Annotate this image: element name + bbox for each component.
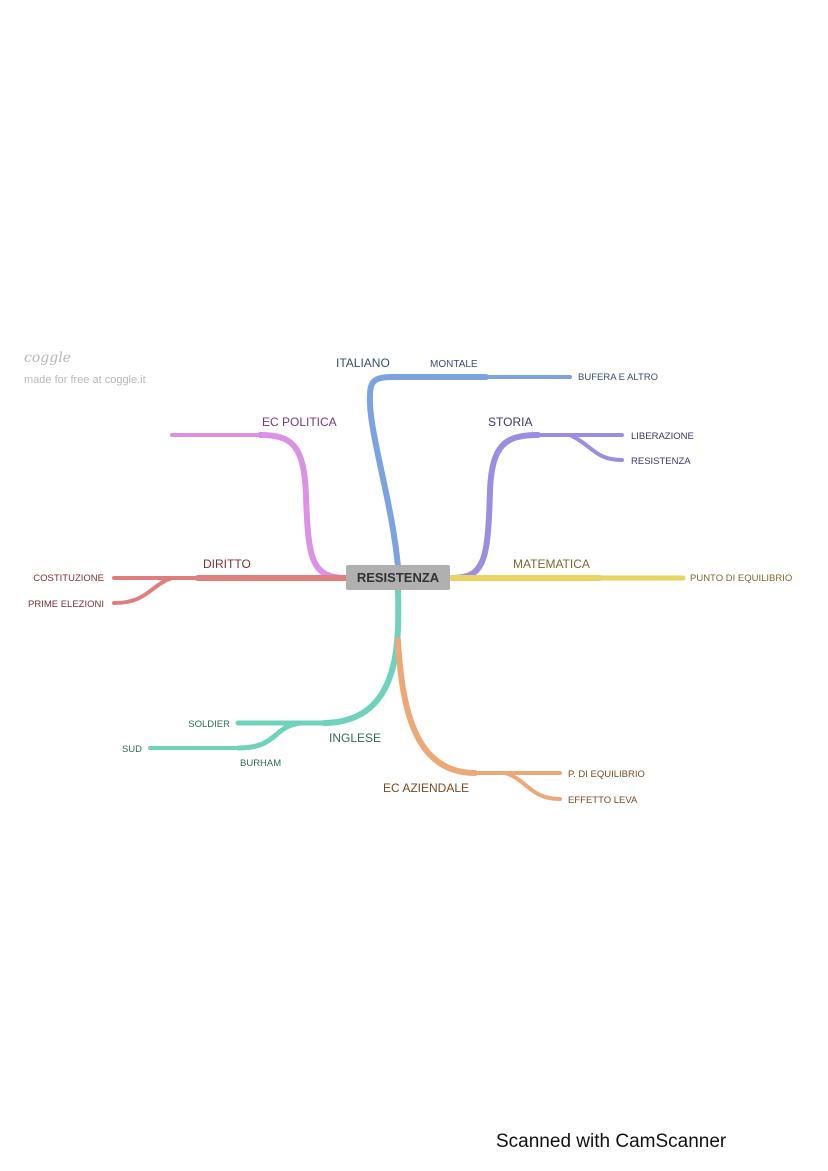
node-matematica[interactable]: MATEMATICA [513, 557, 590, 571]
edge-storia-resistenza [568, 433, 624, 462]
node-ec-aziendale[interactable]: EC AZIENDALE [383, 781, 469, 795]
node-burham[interactable]: BURHAM [240, 758, 281, 769]
edge-inglese [321, 587, 402, 726]
node-diritto[interactable]: DIRITTO [203, 557, 251, 571]
node-punto-equilibrio[interactable]: PUNTO DI EQUILIBRIO [690, 573, 792, 584]
node-inglese[interactable]: INGLESE [329, 731, 381, 745]
edge-italiano [366, 374, 401, 570]
edge-burham [235, 720, 303, 751]
node-costituzione[interactable]: COSTITUZIONE [33, 573, 104, 584]
node-ec-politica[interactable]: EC POLITICA [262, 415, 337, 429]
node-soldier[interactable]: SOLDIER [188, 719, 230, 730]
coggle-attribution: made for free at coggle.it [24, 374, 146, 386]
node-italiano[interactable]: ITALIANO [336, 356, 390, 370]
edge-effetto-leva [503, 771, 562, 801]
center-node-label: RESISTENZA [357, 570, 440, 585]
node-sud[interactable]: SUD [122, 744, 142, 755]
node-storia[interactable]: STORIA [488, 415, 532, 429]
center-node[interactable] [346, 565, 450, 590]
node-effetto-leva[interactable]: EFFETTO LEVA [568, 795, 638, 806]
coggle-logo: coggle [24, 350, 71, 366]
edge-ec-aziendale [395, 637, 478, 776]
node-prime-elezioni[interactable]: PRIME ELEZIONI [28, 599, 104, 610]
edge-ec-politica [257, 432, 349, 581]
node-bufera[interactable]: BUFERA E ALTRO [578, 372, 658, 383]
node-montale[interactable]: MONTALE [430, 359, 478, 370]
edge-storia [449, 432, 541, 581]
node-p-equilibrio[interactable]: P. DI EQUILIBRIO [568, 769, 645, 780]
edge-prime-elezioni [112, 576, 174, 605]
node-liberazione[interactable]: LIBERAZIONE [631, 431, 694, 442]
node-storia-resistenza[interactable]: RESISTENZA [631, 456, 691, 467]
scanner-footer: Scanned with CamScanner [496, 1131, 727, 1152]
